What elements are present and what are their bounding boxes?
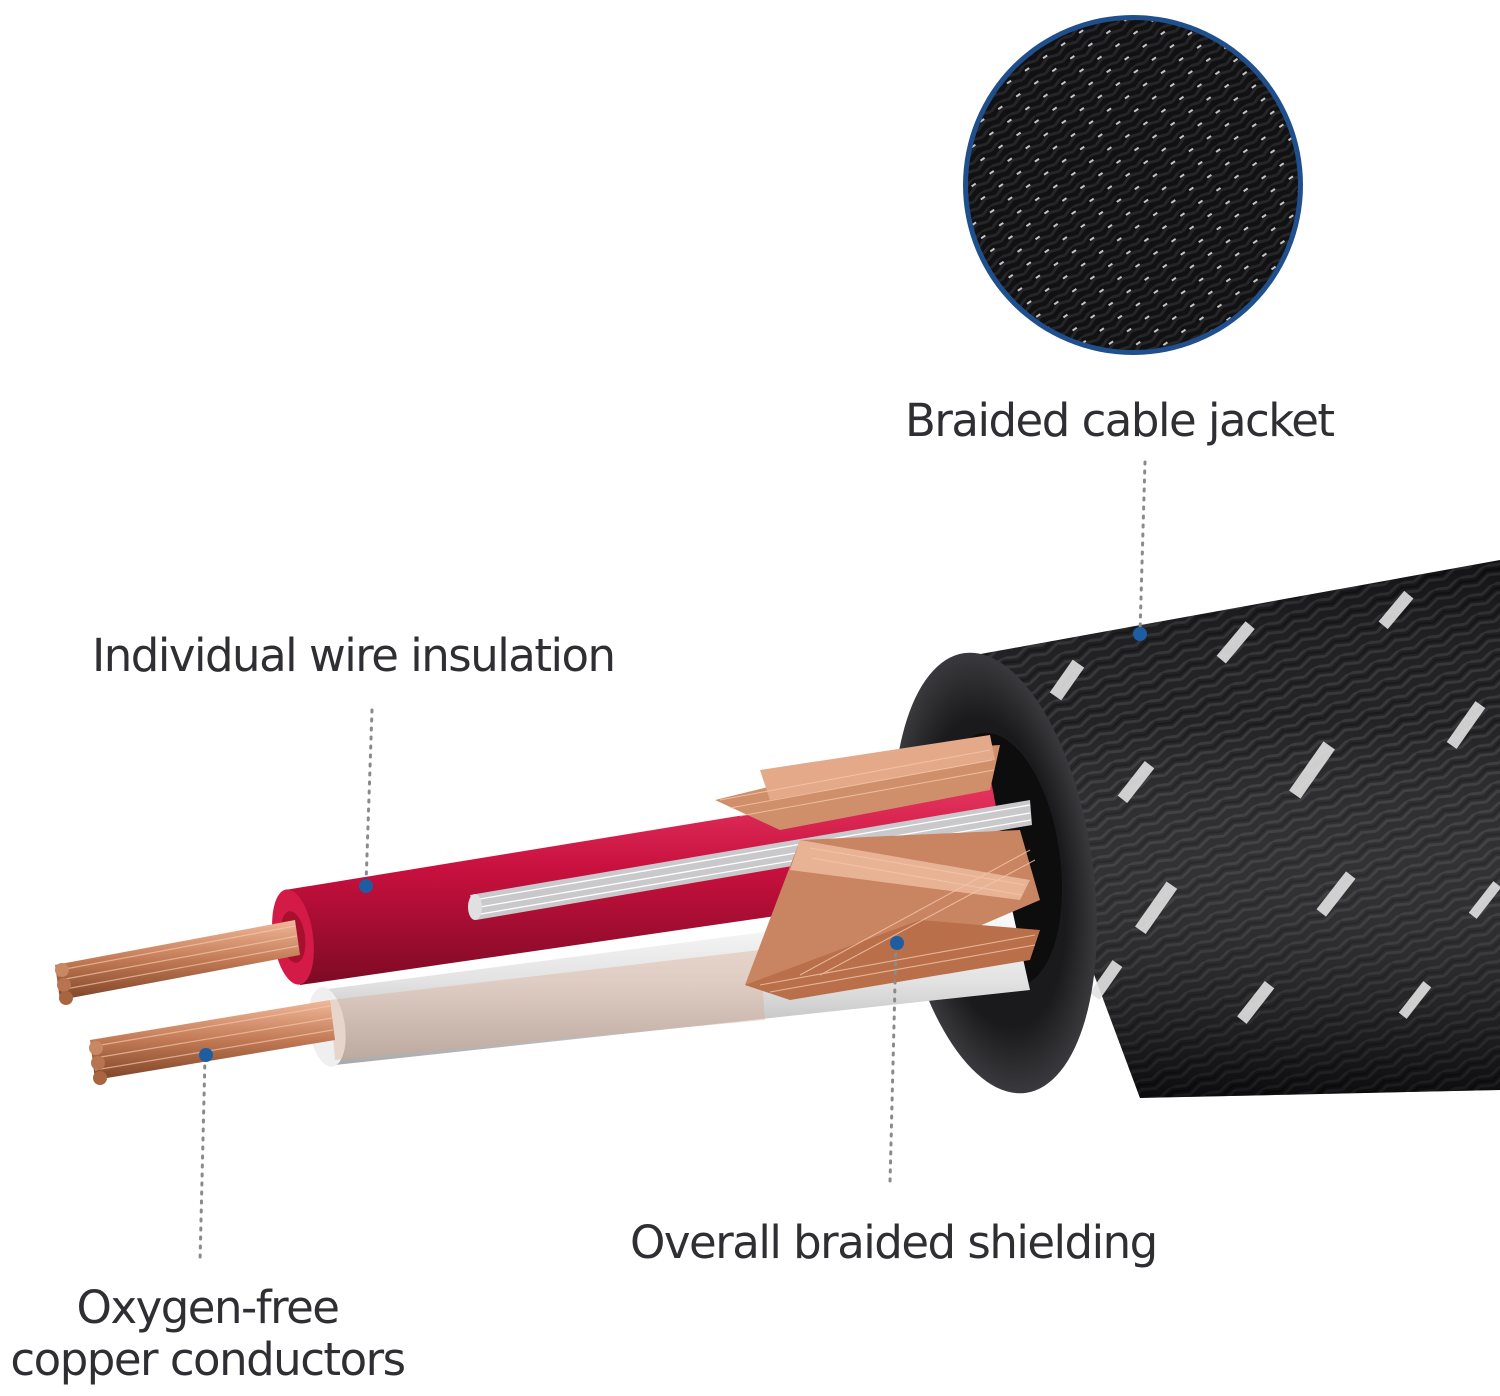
label-oxygen-free-copper-conductors: Oxygen-free copper conductors [0, 1282, 415, 1386]
leader-jacket [1138, 460, 1147, 634]
marker-jacket [1133, 627, 1147, 641]
leader-lines [198, 460, 1147, 1264]
leader-conductors [198, 1055, 207, 1264]
marker-conductors [199, 1048, 213, 1062]
red-wire-copper-strands [55, 920, 300, 1005]
marker-shielding [890, 936, 904, 950]
copper-braided-shielding [715, 735, 1040, 1000]
braided-jacket-body [975, 560, 1500, 1392]
marker-insulation [359, 879, 373, 893]
label-overall-braided-shielding: Overall braided shielding [630, 1216, 1158, 1269]
braid-closeup-inset [963, 15, 1303, 355]
label-conductors-line-1: Oxygen-free [76, 1281, 340, 1334]
white-wire-copper-strands [89, 1000, 335, 1085]
label-conductors-line-2: copper conductors [10, 1333, 406, 1386]
marker-dots [199, 627, 1147, 1062]
label-individual-wire-insulation: Individual wire insulation [92, 629, 616, 682]
leader-shielding [888, 943, 898, 1185]
label-braided-cable-jacket: Braided cable jacket [905, 394, 1335, 447]
leader-insulation [364, 708, 374, 886]
